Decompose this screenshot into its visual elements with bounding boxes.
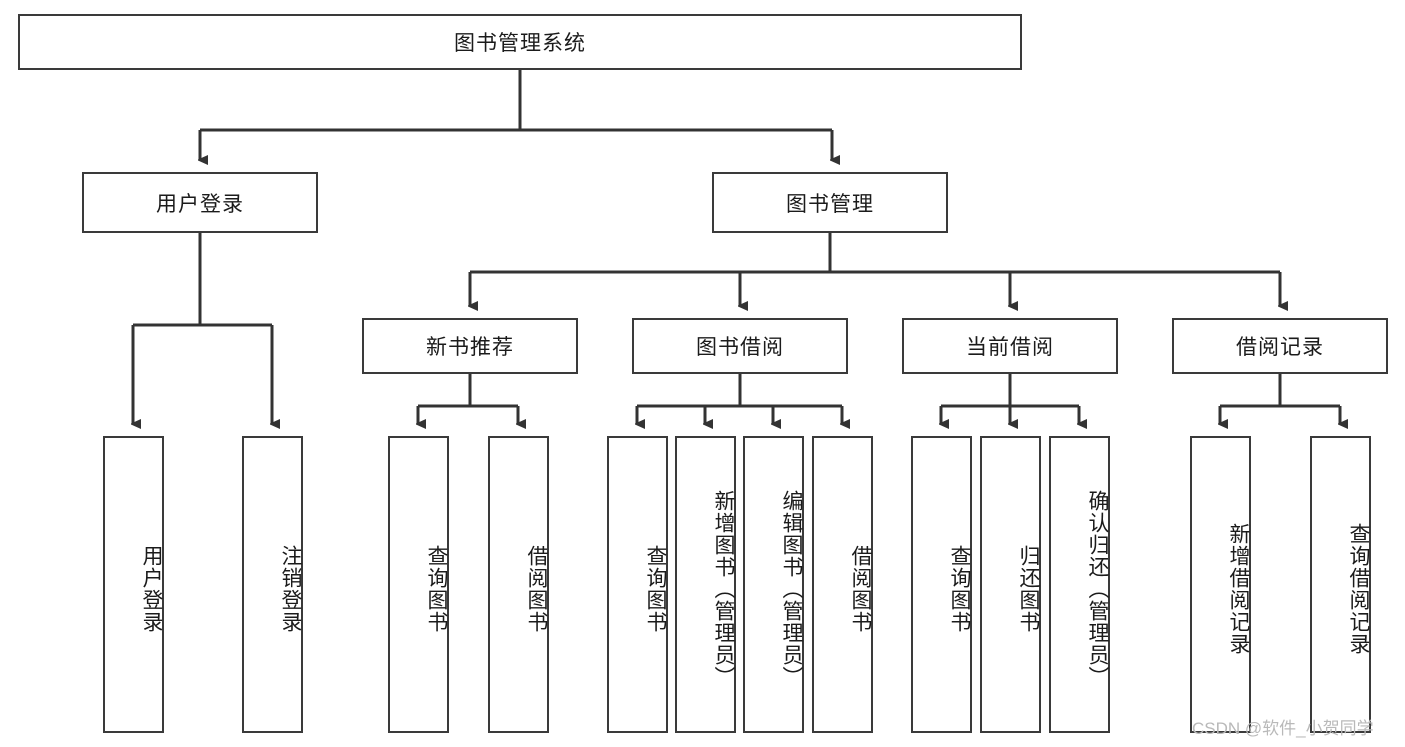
leaf-current-confirm-return-admin[interactable]: 确认归还（管理员） bbox=[1049, 436, 1110, 733]
node-user-login[interactable]: 用户登录 bbox=[82, 172, 318, 233]
leaf-recommend-borrow-book[interactable]: 借阅图书 bbox=[488, 436, 549, 733]
leaf-current-return-book[interactable]: 归还图书 bbox=[980, 436, 1041, 733]
node-label: 查询图书 bbox=[948, 544, 971, 633]
node-label: 编辑图书（管理员） bbox=[780, 489, 803, 688]
node-book-borrow[interactable]: 图书借阅 bbox=[632, 318, 848, 374]
leaf-borrow-query-book[interactable]: 查询图书 bbox=[607, 436, 668, 733]
node-root-system[interactable]: 图书管理系统 bbox=[18, 14, 1022, 70]
node-label: 归还图书 bbox=[1017, 544, 1040, 633]
node-label: 借阅图书 bbox=[525, 544, 548, 633]
leaf-record-add-record[interactable]: 新增借阅记录 bbox=[1190, 436, 1251, 733]
node-label: 图书借阅 bbox=[696, 336, 784, 359]
leaf-current-query-book[interactable]: 查询图书 bbox=[911, 436, 972, 733]
node-label: 新增图书（管理员） bbox=[712, 489, 735, 688]
node-label: 图书管理系统 bbox=[454, 32, 586, 55]
node-book-management[interactable]: 图书管理 bbox=[712, 172, 948, 233]
leaf-borrow-borrow-book[interactable]: 借阅图书 bbox=[812, 436, 873, 733]
node-label: 查询图书 bbox=[644, 544, 667, 633]
node-label: 用户登录 bbox=[156, 192, 244, 216]
node-current-borrow[interactable]: 当前借阅 bbox=[902, 318, 1118, 374]
node-label: 用户登录 bbox=[140, 544, 163, 633]
node-borrow-record[interactable]: 借阅记录 bbox=[1172, 318, 1388, 374]
node-label: 确认归还（管理员） bbox=[1086, 489, 1109, 688]
node-label: 注销登录 bbox=[279, 544, 302, 633]
node-label: 查询图书 bbox=[425, 544, 448, 633]
node-label: 借阅记录 bbox=[1236, 336, 1324, 359]
node-label: 图书管理 bbox=[786, 192, 874, 216]
leaf-borrow-edit-book-admin[interactable]: 编辑图书（管理员） bbox=[743, 436, 804, 733]
node-label: 查询借阅记录 bbox=[1347, 522, 1370, 655]
node-label: 新书推荐 bbox=[426, 336, 514, 359]
leaf-recommend-query-book[interactable]: 查询图书 bbox=[388, 436, 449, 733]
node-new-book-recommend[interactable]: 新书推荐 bbox=[362, 318, 578, 374]
watermark-text: CSDN @软件_小贺同学 bbox=[1192, 719, 1374, 738]
node-label: 借阅图书 bbox=[849, 544, 872, 633]
leaf-record-query-record[interactable]: 查询借阅记录 bbox=[1310, 436, 1371, 733]
node-label: 新增借阅记录 bbox=[1227, 522, 1250, 655]
leaf-borrow-add-book-admin[interactable]: 新增图书（管理员） bbox=[675, 436, 736, 733]
leaf-user-login-logout[interactable]: 注销登录 bbox=[242, 436, 303, 733]
node-label: 当前借阅 bbox=[966, 336, 1054, 359]
leaf-user-login-login[interactable]: 用户登录 bbox=[103, 436, 164, 733]
